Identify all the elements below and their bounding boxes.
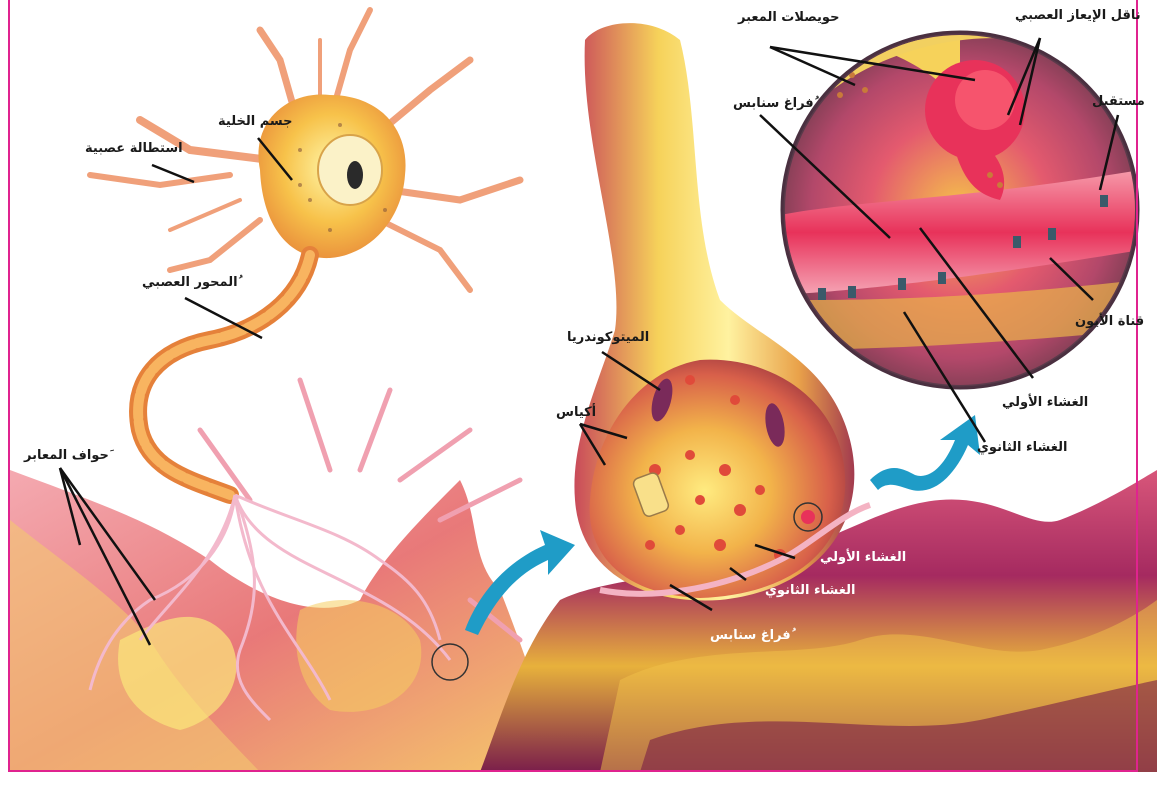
label-presynaptic-lower: الغشاء الأولي [820, 550, 906, 565]
label-cleft-upper: ُفراغ سنابس [733, 96, 814, 111]
label-synaptic-knobs: َحواف المعابر [24, 448, 109, 463]
label-axon: ُالمحور العصبي [142, 275, 238, 290]
label-cleft-lower: ُفراغ سنابس [710, 628, 791, 643]
label-ion-channel: قناة الأيون [1075, 314, 1144, 329]
label-postsynaptic-lower: الغشاء الثانوي [765, 583, 855, 598]
zoom-circle [780, 30, 1140, 390]
label-neurotransmitter: ناقل الإيعاز العصبي [1015, 8, 1141, 23]
label-presynaptic-upper: الغشاء الأولي [1002, 395, 1088, 410]
label-cell-body: جسم الخلية [218, 114, 293, 129]
axon [138, 255, 310, 495]
label-vesicles: حويصلات المعبر [738, 10, 839, 25]
postsynaptic-neuron-left [10, 380, 560, 772]
label-dendrite: استطالة عصبية [85, 141, 183, 156]
label-receptor: مستقبل [1092, 94, 1145, 109]
label-mitochondria: الميتوكوندريا [567, 330, 649, 345]
label-sacs: أكياس [556, 405, 596, 420]
label-postsynaptic-upper: الغشاء الثانوي [977, 440, 1067, 455]
